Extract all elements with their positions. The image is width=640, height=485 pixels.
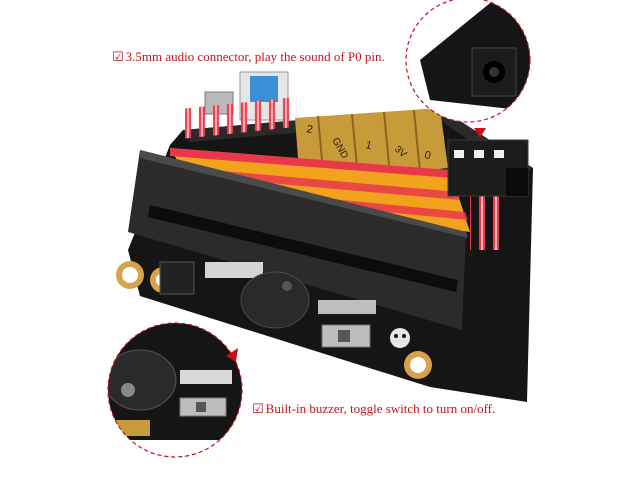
ic-chip (159, 261, 195, 295)
checkbox-icon: ☑ (252, 401, 264, 417)
pad-label: 2 (305, 123, 313, 136)
pin-header-back (185, 96, 297, 139)
audio-caption-text: 3.5mm audio connector, play the sound of… (125, 49, 385, 64)
audio-jack (447, 139, 529, 197)
mounting-hole (116, 261, 144, 289)
toggle-switch (321, 324, 371, 348)
buzzer-caption: ☑ Built-in buzzer, toggle switch to turn… (252, 401, 495, 417)
resistor-array (205, 262, 263, 278)
callout-audio-zoom (405, 0, 531, 138)
mounting-hole (404, 351, 432, 379)
robot-logo (390, 328, 410, 348)
audio-jack-zoom (471, 47, 517, 97)
callout-buzzer-zoom (107, 322, 243, 458)
resistor-array-zoom (180, 370, 232, 384)
edge-connector-slot (128, 150, 468, 330)
pad-label: 0 (423, 149, 431, 162)
checkbox-icon: ☑ (112, 49, 124, 65)
smd-components (318, 300, 376, 314)
toggle-switch-zoom (179, 397, 227, 417)
callout-pointer (226, 348, 238, 362)
callout-pointer (474, 128, 486, 138)
buzzer-zoom (108, 349, 177, 411)
audio-caption: ☑ 3.5mm audio connector, play the sound … (112, 49, 385, 65)
buzzer (240, 271, 310, 329)
pad-label: 1 (364, 139, 372, 152)
buzzer-caption-text: Built-in buzzer, toggle switch to turn o… (265, 401, 496, 416)
